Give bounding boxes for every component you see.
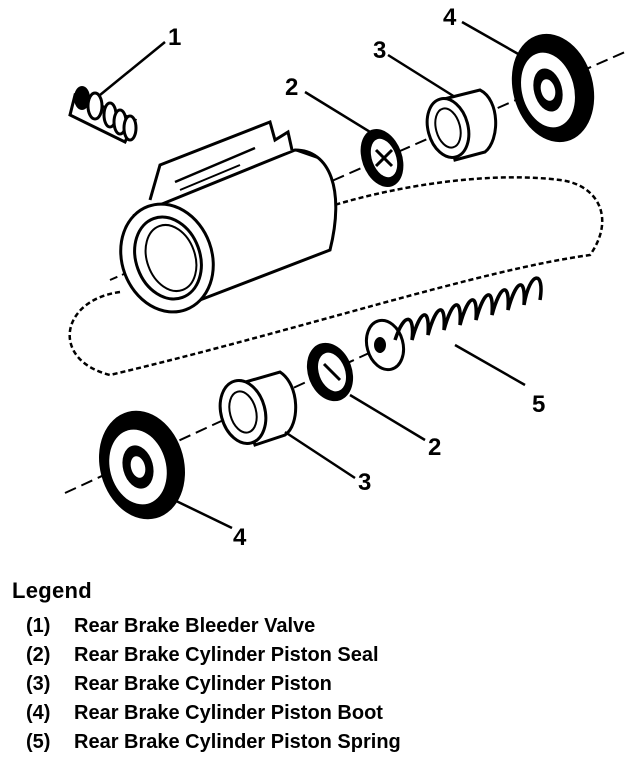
leader-lines [99, 20, 526, 530]
piston-boot-bottom [99, 410, 185, 520]
piston-seal-top [360, 128, 404, 188]
piston-boot-top [511, 33, 595, 143]
callout-3-top: 3 [373, 37, 386, 64]
legend-item-number: (3) [26, 673, 51, 695]
legend-item-number: (5) [26, 731, 51, 753]
legend-item-label: Rear Brake Cylinder Piston [74, 673, 332, 695]
legend-item-label: Rear Brake Bleeder Valve [74, 615, 316, 637]
legend-item: (2) Rear Brake Cylinder Piston Seal [26, 641, 632, 670]
legend-item: (4) Rear Brake Cylinder Piston Boot [26, 699, 632, 728]
legend-item-number: (1) [26, 615, 51, 637]
assembly-loop-line [68, 176, 604, 377]
piston-top [425, 88, 498, 162]
callout-1: 1 [168, 24, 181, 51]
legend-item-label: Rear Brake Cylinder Piston Seal [74, 644, 379, 666]
legend-item: (3) Rear Brake Cylinder Piston [26, 670, 632, 699]
piston-bottom [218, 370, 298, 447]
callout-3-bottom: 3 [358, 469, 371, 496]
callout-5: 5 [532, 391, 545, 418]
legend-item-number: (2) [26, 644, 51, 666]
cylinder-body [119, 119, 338, 314]
legend-item-number: (4) [26, 702, 51, 724]
callout-2-top: 2 [285, 74, 298, 101]
legend-item-label: Rear Brake Cylinder Piston Spring [74, 731, 401, 753]
piston-spring [364, 276, 543, 372]
callout-2-bottom: 2 [428, 434, 441, 461]
legend-item: (5) Rear Brake Cylinder Piston Spring [26, 728, 632, 757]
callout-4-top: 4 [443, 4, 457, 31]
legend-title: Legend [12, 578, 93, 603]
bleeder-valve [68, 86, 138, 145]
piston-seal-bottom [306, 342, 354, 402]
exploded-brake-cylinder-diagram: 1 2 3 4 5 2 3 4 [64, 4, 626, 551]
legend-item-label: Rear Brake Cylinder Piston Boot [74, 702, 383, 724]
legend-item: (1) Rear Brake Bleeder Valve [26, 612, 632, 641]
legend: Legend (1) Rear Brake Bleeder Valve (2) Re… [12, 578, 632, 757]
callout-4-bottom: 4 [233, 524, 247, 551]
legend-list: (1) Rear Brake Bleeder Valve (2) Rear Brak… [12, 612, 632, 757]
